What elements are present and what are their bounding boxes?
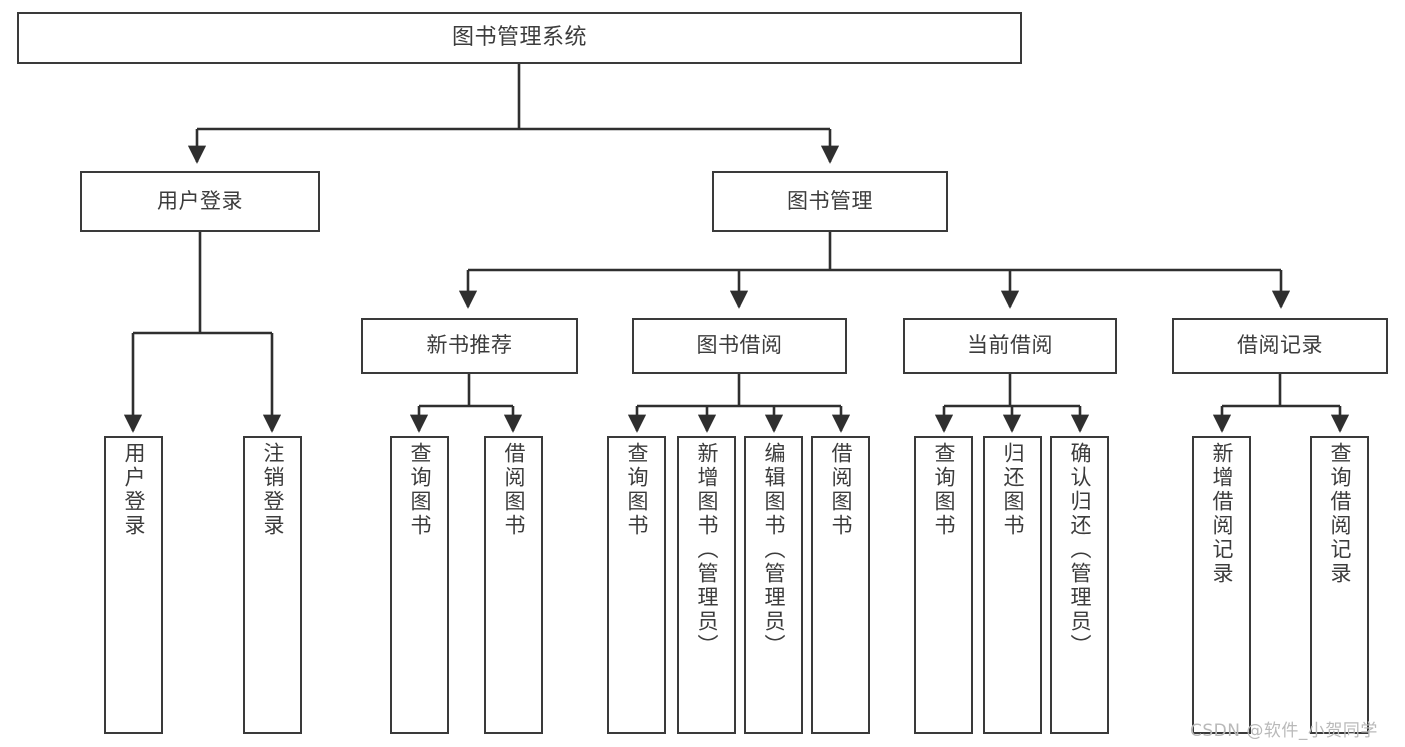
node-leaf-edit-book-label: 编辑图书（管理员） bbox=[762, 442, 786, 658]
node-leaf-edit-book[interactable]: 编辑图书（管理员） bbox=[744, 436, 803, 734]
watermark: CSDN @软件_小贺同学 bbox=[1190, 721, 1378, 741]
node-user-login-label: 用户登录 bbox=[157, 188, 243, 213]
node-leaf-add-book-label: 新增图书（管理员） bbox=[695, 442, 719, 658]
node-book-management[interactable]: 图书管理 bbox=[712, 171, 948, 232]
node-leaf-query-book-2-label: 查询图书 bbox=[625, 442, 649, 538]
node-leaf-query-record-label: 查询借阅记录 bbox=[1328, 442, 1352, 586]
node-leaf-add-record-label: 新增借阅记录 bbox=[1210, 442, 1234, 586]
node-new-book-recommend[interactable]: 新书推荐 bbox=[361, 318, 578, 374]
node-root[interactable]: 图书管理系统 bbox=[17, 12, 1022, 64]
node-leaf-query-book-2[interactable]: 查询图书 bbox=[607, 436, 666, 734]
node-leaf-query-record[interactable]: 查询借阅记录 bbox=[1310, 436, 1369, 734]
node-leaf-logout-login-label: 注销登录 bbox=[261, 442, 285, 538]
node-book-management-label: 图书管理 bbox=[787, 188, 873, 213]
node-leaf-return-book[interactable]: 归还图书 bbox=[983, 436, 1042, 734]
node-leaf-add-book[interactable]: 新增图书（管理员） bbox=[677, 436, 736, 734]
node-leaf-user-login[interactable]: 用户登录 bbox=[104, 436, 163, 734]
node-borrow-record-label: 借阅记录 bbox=[1237, 333, 1323, 358]
node-leaf-return-book-label: 归还图书 bbox=[1001, 442, 1025, 538]
node-leaf-borrow-book-1-label: 借阅图书 bbox=[502, 442, 526, 538]
node-leaf-query-book-1[interactable]: 查询图书 bbox=[390, 436, 449, 734]
node-leaf-confirm-return-label: 确认归还（管理员） bbox=[1068, 442, 1092, 658]
node-leaf-user-login-label: 用户登录 bbox=[122, 442, 146, 538]
node-leaf-borrow-book-2-label: 借阅图书 bbox=[829, 442, 853, 538]
node-leaf-query-book-1-label: 查询图书 bbox=[408, 442, 432, 538]
node-borrow-record[interactable]: 借阅记录 bbox=[1172, 318, 1388, 374]
node-leaf-query-book-3-label: 查询图书 bbox=[932, 442, 956, 538]
node-leaf-borrow-book-2[interactable]: 借阅图书 bbox=[811, 436, 870, 734]
node-current-borrow[interactable]: 当前借阅 bbox=[903, 318, 1117, 374]
node-leaf-add-record[interactable]: 新增借阅记录 bbox=[1192, 436, 1251, 734]
node-current-borrow-label: 当前借阅 bbox=[967, 333, 1053, 358]
node-leaf-borrow-book-1[interactable]: 借阅图书 bbox=[484, 436, 543, 734]
node-new-book-recommend-label: 新书推荐 bbox=[426, 333, 513, 358]
node-leaf-logout-login[interactable]: 注销登录 bbox=[243, 436, 302, 734]
node-leaf-query-book-3[interactable]: 查询图书 bbox=[914, 436, 973, 734]
node-root-label: 图书管理系统 bbox=[451, 24, 587, 50]
node-book-borrow[interactable]: 图书借阅 bbox=[632, 318, 847, 374]
node-user-login[interactable]: 用户登录 bbox=[80, 171, 320, 232]
node-book-borrow-label: 图书借阅 bbox=[696, 333, 783, 358]
node-leaf-confirm-return[interactable]: 确认归还（管理员） bbox=[1050, 436, 1109, 734]
